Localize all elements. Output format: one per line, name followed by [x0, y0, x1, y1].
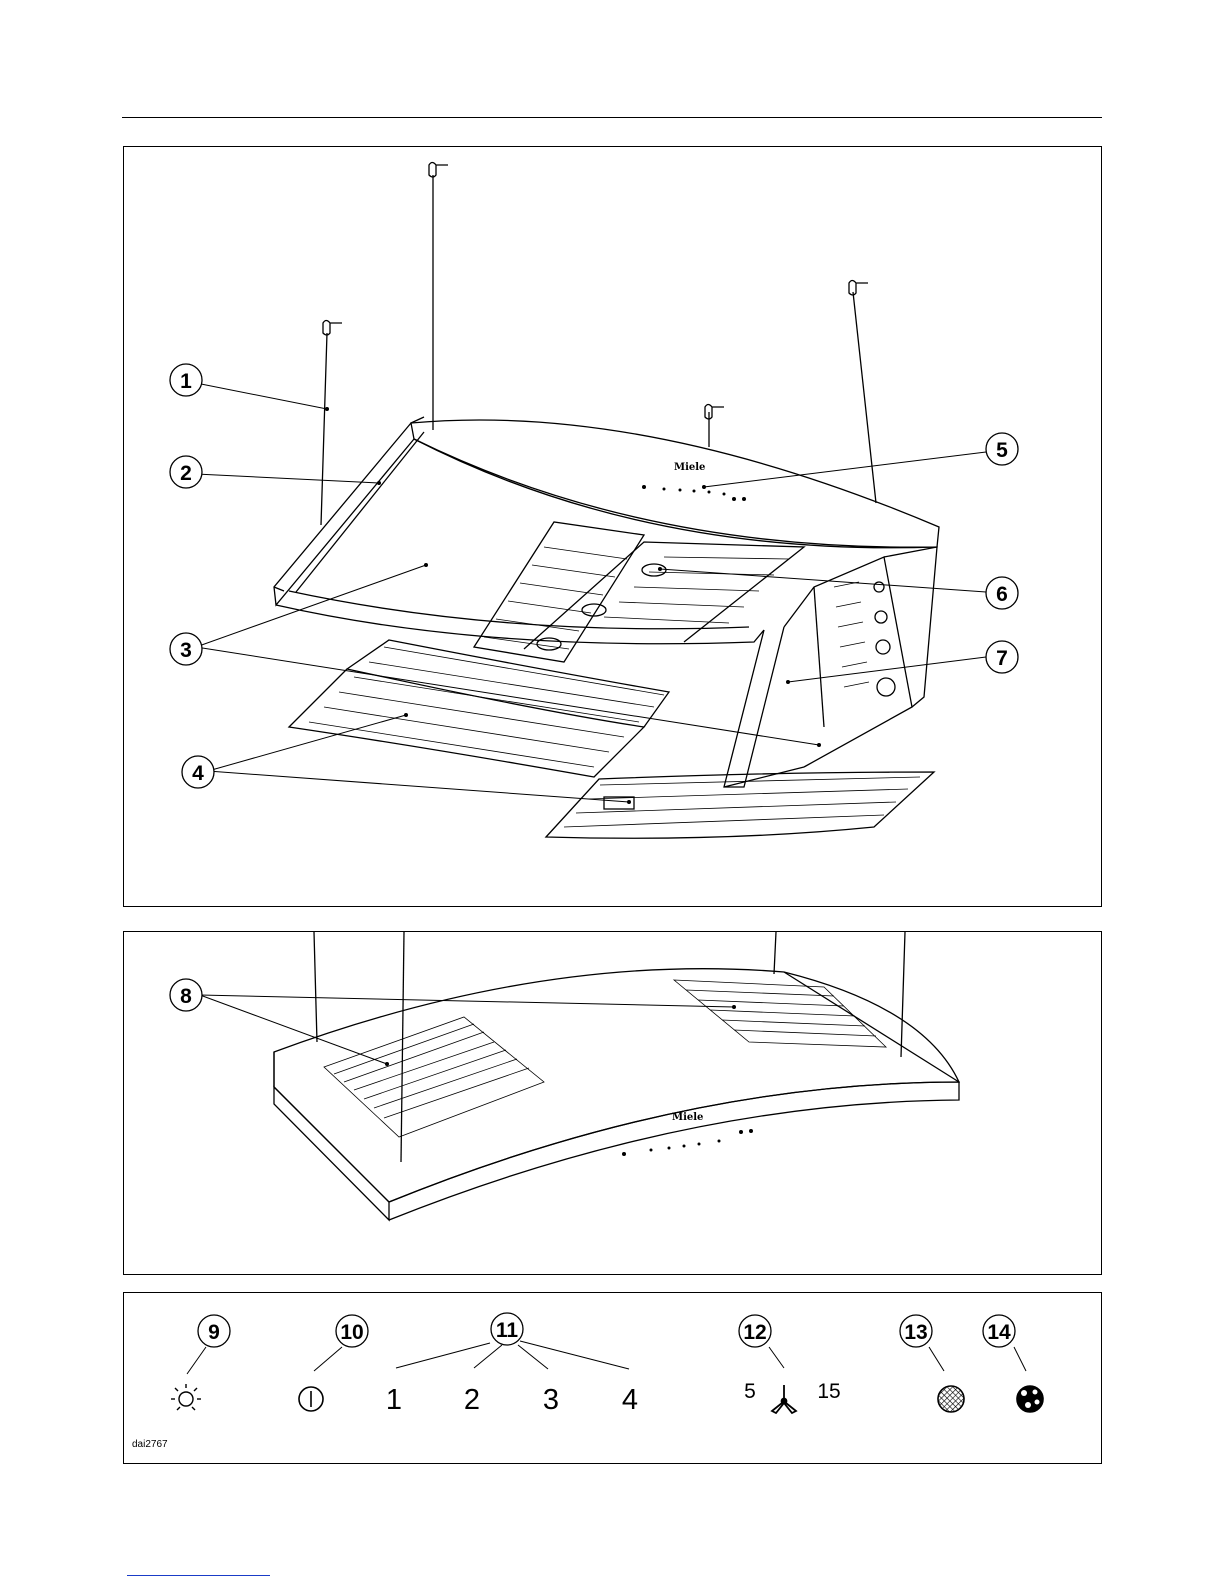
svg-text:8: 8 — [180, 985, 192, 1008]
svg-text:6: 6 — [996, 583, 1008, 606]
callout-4: 4 — [182, 756, 214, 788]
callout-9: 9 — [198, 1315, 230, 1347]
fan-timer-15: 15 — [817, 1380, 840, 1403]
legend-leader-lines — [187, 1341, 1026, 1374]
svg-text:1: 1 — [180, 370, 192, 393]
svg-text:11: 11 — [496, 1319, 519, 1342]
power-icon — [299, 1387, 323, 1411]
fan-timer-5: 5 — [744, 1380, 756, 1403]
drawing-code: dai2767 — [132, 1439, 168, 1450]
callout-3: 3 — [170, 633, 202, 665]
grease-filter-left — [289, 640, 669, 777]
fan-icon — [772, 1385, 796, 1413]
brand-logo-top: Miele — [672, 1112, 703, 1123]
figure-hood-underside: Miele 1 2 — [123, 146, 1102, 907]
speed-level-1: 1 — [386, 1384, 402, 1416]
svg-text:9: 9 — [208, 1321, 220, 1344]
speed-level-2: 2 — [464, 1384, 480, 1416]
svg-text:5: 5 — [996, 439, 1008, 462]
svg-text:7: 7 — [996, 647, 1008, 670]
figure-hood-top: Miele 8 — [123, 931, 1102, 1275]
callout-10: 10 — [336, 1315, 368, 1347]
suspension-cables — [321, 163, 876, 526]
callout-13: 13 — [900, 1315, 932, 1347]
speed-level-3: 3 — [543, 1384, 559, 1416]
footer-link-underline[interactable] — [127, 1575, 270, 1576]
hood-front-controls: Miele — [642, 462, 746, 501]
suspension-cables-top — [314, 932, 905, 1162]
top-vent-right — [674, 980, 886, 1047]
side-vent-holes — [834, 582, 895, 696]
callout-14: 14 — [983, 1315, 1015, 1347]
figure-control-legend: 9 10 11 12 13 14 1 2 3 4 5 — [123, 1292, 1102, 1464]
grease-filter-icon — [938, 1386, 964, 1412]
grease-filter-right — [546, 772, 934, 838]
leader-lines-mid — [200, 995, 734, 1064]
callout-1: 1 — [170, 364, 202, 396]
svg-text:4: 4 — [192, 762, 204, 785]
svg-text:12: 12 — [743, 1321, 766, 1344]
callout-12: 12 — [739, 1315, 771, 1347]
speed-level-4: 4 — [622, 1384, 638, 1416]
callout-6: 6 — [986, 577, 1018, 609]
hood-top-controls: Miele — [622, 1112, 753, 1156]
charcoal-filter-icon — [1017, 1386, 1043, 1412]
top-vent-left — [324, 1017, 544, 1137]
callout-5: 5 — [986, 433, 1018, 465]
svg-text:3: 3 — [180, 639, 192, 662]
callout-7: 7 — [986, 641, 1018, 673]
light-bulb-icon — [171, 1384, 201, 1410]
svg-text:13: 13 — [904, 1321, 927, 1344]
callout-8: 8 — [170, 979, 202, 1011]
header-rule — [122, 117, 1102, 118]
hood-body — [274, 417, 939, 787]
callout-2: 2 — [170, 456, 202, 488]
svg-text:2: 2 — [180, 462, 192, 485]
svg-text:10: 10 — [340, 1321, 363, 1344]
leader-lines — [196, 383, 986, 802]
callout-11: 11 — [491, 1313, 523, 1345]
svg-text:14: 14 — [987, 1321, 1011, 1344]
brand-logo: Miele — [674, 462, 705, 473]
